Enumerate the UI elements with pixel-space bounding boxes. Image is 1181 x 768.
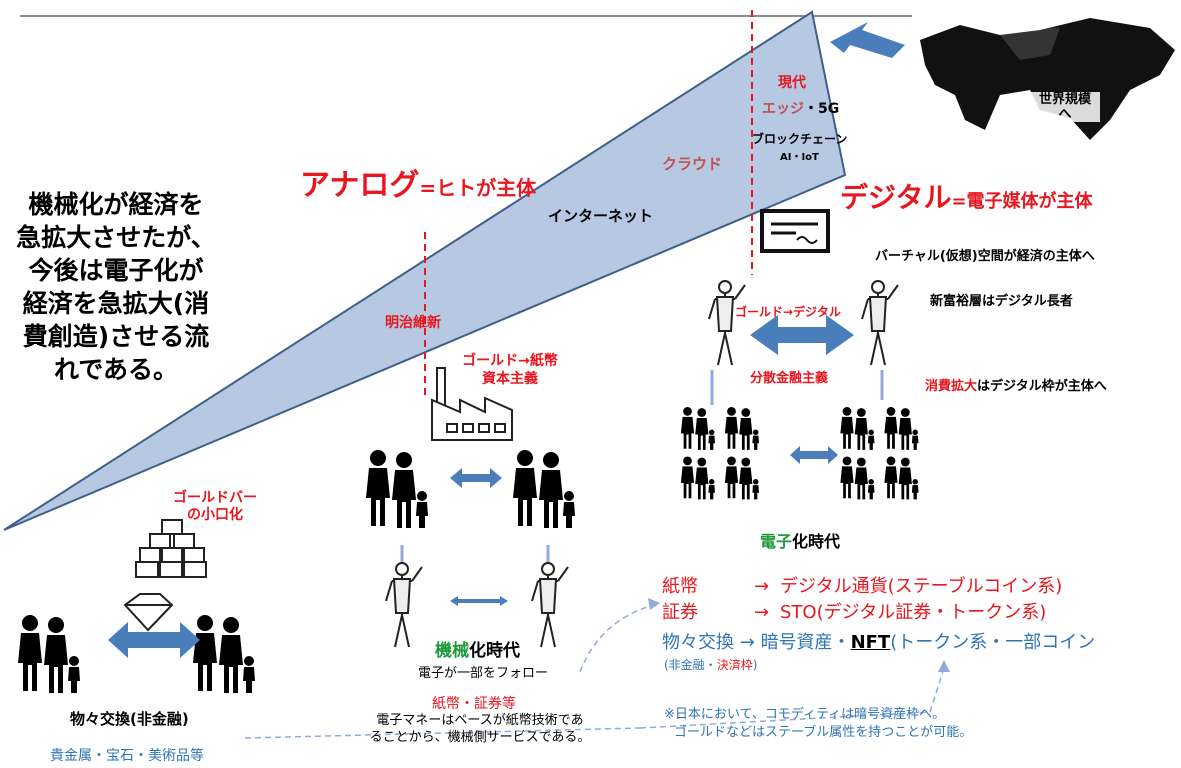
- capitalism-line: 資本主義: [482, 371, 538, 387]
- sub-close: ): [752, 658, 758, 672]
- digital-rest: =電子媒体が主体: [951, 191, 1093, 212]
- intro-text: 機械化が経済を 急拡大させたが、 今後は電子化が 経済を急拡大(消 費創造)させ…: [0, 188, 232, 386]
- edge-word: エッジ: [762, 101, 804, 117]
- blockchain-label: ブロックチェーン: [752, 132, 848, 146]
- mapping-from: 証券: [662, 602, 698, 623]
- world-line: 世界規模: [1038, 92, 1091, 107]
- factory-icon: [431, 367, 513, 441]
- world-arrow: [830, 22, 905, 58]
- barter-sub: 貴金属・宝石・美術品等: [50, 748, 204, 764]
- machine-note-line: 電子マネーはベースが紙幣技術であ: [376, 713, 584, 728]
- meiji-label: 明治維新: [385, 315, 441, 331]
- barter-exchange-arrow: [108, 622, 200, 658]
- mapping-row: 紙幣 → デジタル通貨(ステーブルコイン系): [662, 572, 1062, 598]
- mapping-from: 紙幣: [662, 576, 698, 597]
- crowd-right: [840, 407, 918, 499]
- intro-line: 費創造)させる流: [22, 322, 210, 351]
- consume-word: 消費拡大: [925, 379, 978, 394]
- digital-word: デジタル: [840, 181, 952, 214]
- machine-paper-sec: 紙幣・証券等: [432, 696, 516, 712]
- electronic-era-rest: 化時代: [792, 532, 841, 551]
- intro-line: れである。: [53, 355, 178, 384]
- cloud-label: クラウド: [662, 155, 723, 173]
- mapping-barter-row: 物々交換 → 暗号資産・NFT(トークン系・一部コイン: [662, 628, 1095, 654]
- machine-follow: 電子が一部をフォロー: [418, 666, 549, 681]
- diamond-icon: [123, 593, 174, 632]
- virtual-label: バーチャル(仮想)空間が経済の主体へ: [875, 249, 1095, 264]
- sub-red: 決済枠: [716, 658, 753, 672]
- ai-iot-label: AI・IoT: [780, 152, 819, 163]
- consume-rest: はデジタル枠が主体へ: [977, 379, 1107, 394]
- machine-note-line: ることから、機械側サービスである。: [369, 730, 591, 745]
- machine-families: [366, 450, 575, 528]
- decentral-label: 分散金融主義: [750, 371, 829, 386]
- mapping-to: デジタル通貨(ステーブルコイン系): [780, 576, 1063, 597]
- internet-label: インターネット: [548, 207, 654, 225]
- mapping-barter-arrow: →: [739, 632, 755, 653]
- crowd-left: [681, 407, 759, 499]
- digital-exchange-arrow: [750, 315, 854, 355]
- mapping-note-line: ゴールドなどはステーブル属性を持つことが可能。: [674, 725, 973, 740]
- mapping-to: STO(デジタル証券・トークン系): [780, 602, 1047, 623]
- mapping-note: ※日本において、コモディティは暗号資産枠へ。 ゴールドなどはステーブル属性を持つ…: [664, 706, 972, 742]
- crowd-exchange-arrow: [790, 446, 838, 464]
- machine-mannequin-right: [531, 562, 569, 648]
- nft-label: NFT: [850, 632, 891, 653]
- mapping-arrow: →: [754, 602, 770, 623]
- world-label: 世界規模 へ: [1030, 92, 1100, 122]
- barter-link-line: [244, 727, 641, 739]
- mapping-row: 証券 → STO(デジタル証券・トークン系): [662, 598, 1046, 624]
- barter-families: [18, 615, 255, 693]
- analog-word: アナログ: [300, 168, 420, 203]
- analog-heading: アナログ=ヒトが主体: [300, 160, 536, 204]
- analog-rest: =ヒトが主体: [419, 176, 537, 200]
- machine-era-word: 機械: [435, 641, 469, 661]
- sub-open: (非金融・: [664, 658, 717, 672]
- intro-line: 機械化が経済を: [28, 190, 204, 219]
- machine-era-title: 機械化時代: [435, 636, 520, 661]
- digital-mannequin-right: [861, 280, 899, 366]
- barter-title: 物々交換(非金融): [70, 710, 189, 728]
- mapping-barter-sub: (非金融・決済枠): [664, 656, 757, 673]
- machine-mannequin-left: [385, 562, 423, 648]
- machine-exchange-arrow: [450, 468, 502, 488]
- gold-bars: [135, 519, 207, 578]
- electronic-era-word: 電子: [760, 532, 793, 551]
- digital-heading: デジタル=電子媒体が主体: [840, 176, 1093, 216]
- check-icon: [760, 209, 830, 253]
- world-map: [920, 18, 1175, 140]
- consume-label: 消費拡大はデジタル枠が主体へ: [925, 375, 1107, 394]
- fiveg-word: 5G: [818, 101, 840, 117]
- gold-digital-label: ゴールド→デジタル: [735, 305, 841, 319]
- mapping-note-line: ※日本において、コモディティは暗号資産枠へ。: [664, 707, 946, 722]
- intro-line: 経済を急拡大(消: [22, 289, 210, 318]
- edge-dot: ・: [804, 101, 818, 117]
- gold-bar-line: ゴールドバー: [173, 490, 257, 506]
- intro-line: 今後は電子化が: [28, 256, 204, 285]
- gold-bar-line: の小口化: [187, 507, 243, 523]
- world-line: へ: [1058, 107, 1072, 122]
- mapping-barter-from: 物々交換: [662, 632, 734, 653]
- machine-link-curve: [579, 604, 655, 673]
- mapping-barter-to-a: 暗号資産・: [760, 632, 851, 653]
- mapping-barter-to-b: (トークン系・一部コイン: [890, 632, 1096, 653]
- rich-label: 新富裕層はデジタル長者: [930, 294, 1073, 309]
- gold-paper-line: ゴールド→紙幣: [462, 353, 558, 369]
- intro-line: 急拡大させたが、: [16, 223, 216, 252]
- machine-era-rest: 化時代: [469, 641, 520, 661]
- digital-mannequin-left: [708, 280, 746, 366]
- gold-bar-label: ゴールドバー の小口化: [160, 490, 270, 524]
- edge-5g-label: エッジ・5G: [762, 98, 839, 118]
- machine-mannequin-arrow: [450, 596, 508, 606]
- machine-gold-label: ゴールド→紙幣 資本主義: [455, 352, 565, 388]
- machine-note: 電子マネーはベースが紙幣技術であ ることから、機械側サービスである。: [330, 712, 630, 746]
- electronic-era-title: 電子化時代: [760, 528, 840, 552]
- modern-label: 現代: [778, 75, 806, 91]
- mapping-arrow: →: [754, 576, 770, 597]
